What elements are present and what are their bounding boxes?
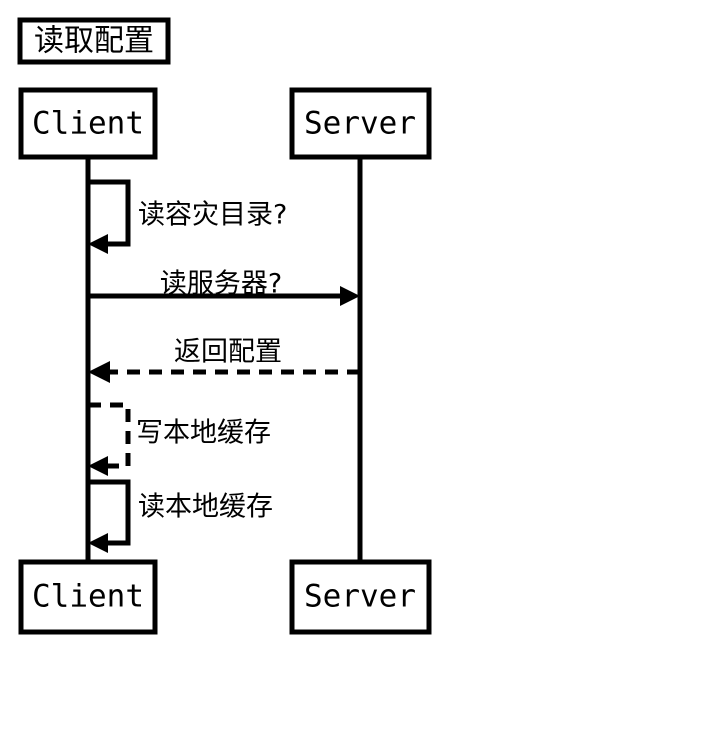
message-4-arrowhead [88,456,108,476]
message-5-arrowhead [88,533,108,553]
message-4-label: 写本地缓存 [136,418,271,449]
participant-header-server-label: Server [304,106,416,142]
message-3-return-config[interactable]: 返回配置 [88,337,360,384]
message-2-label: 读服务器? [160,269,282,300]
participant-footer-client[interactable]: Client [18,559,158,635]
message-2-arrowhead [340,286,360,306]
participant-footer-client-rect [18,559,158,635]
message-5-self-read-local-cache[interactable]: 读本地缓存 [88,479,273,553]
message-4-self-write-local-cache[interactable]: 写本地缓存 [88,402,271,476]
message-1-arrowhead [88,234,108,254]
message-1-self-read-dr-directory[interactable]: 读容灾目录? [88,179,287,254]
message-2-call-read-server[interactable]: 读服务器? [88,269,360,307]
message-3-arrowhead [88,361,110,383]
diagram-title-box: 读取配置 [17,17,171,65]
diagram-title-label: 读取配置 [34,24,154,59]
participant-header-server[interactable]: Server [289,87,432,160]
participant-header-server-rect [289,87,432,160]
diagram-title-rect [17,17,171,65]
participant-header-client-label: Client [32,106,144,142]
participant-footer-client-label: Client [32,579,144,615]
participant-footer-server-rect [289,559,432,635]
message-1-label: 读容灾目录? [138,200,287,231]
participant-header-client[interactable]: Client [18,87,158,160]
participant-footer-server[interactable]: Server [289,559,432,635]
message-5-label: 读本地缓存 [138,492,273,523]
message-5-path [88,479,131,546]
participant-footer-server-label: Server [304,579,416,615]
participant-header-client-rect [18,87,158,160]
message-4-path [88,402,131,469]
message-3-label: 返回配置 [174,337,282,368]
message-1-path [88,179,131,247]
